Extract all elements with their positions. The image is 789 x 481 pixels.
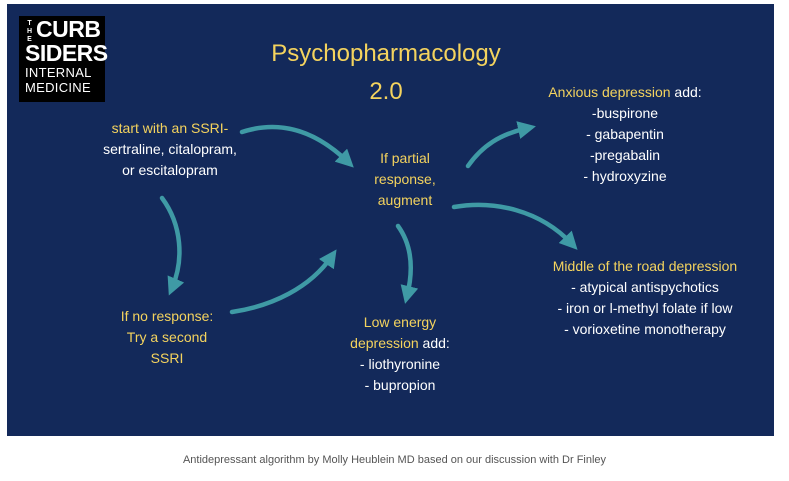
diagram-panel [7, 4, 774, 436]
start-line-3: or escitalopram [122, 162, 218, 178]
start-line-2: sertraline, citalopram, [103, 141, 237, 157]
list-item: - bupropion [364, 377, 436, 393]
list-item: -buspirone [591, 105, 659, 121]
arrow-partial-to-anxious [465, 121, 536, 169]
list-item: - iron or l-methyl folate if low [557, 300, 733, 316]
arrow-partial-to-middle [451, 202, 578, 250]
partial-response-node: If partial response, augment [374, 150, 436, 208]
list-item: - gabapentin [586, 126, 664, 142]
arrow-start-to-partial [239, 124, 354, 168]
low-energy-heading: Low energy [363, 314, 437, 330]
no-response-node: If no response: Try a second SSRI [120, 308, 214, 366]
arrow-noresponse-to-partial [229, 249, 337, 315]
arrow-start-to-noresponse [159, 195, 185, 296]
title-line-2: 2.0 [369, 78, 403, 105]
logo-curb: CURB [36, 16, 101, 42]
list-item: - hydroxyzine [583, 168, 667, 184]
list-item: - vorioxetine monotherapy [564, 321, 726, 337]
middle-heading: Middle of the road depression [552, 258, 738, 274]
logo-internal: INTERNAL [25, 65, 92, 80]
list-item: - atypical antispychotics [571, 279, 719, 295]
arrow-partial-to-lowenergy [395, 223, 419, 304]
diagram-title: Psychopharmacology 2.0 [236, 35, 536, 111]
title-line-1: Psychopharmacology [271, 40, 501, 67]
list-item: -pregabalin [589, 147, 661, 163]
anxious-depression-node: Anxious depression add: -buspirone - gab… [525, 82, 725, 187]
anxious-heading: Anxious depression [548, 84, 671, 100]
start-ssri-node: start with an SSRI- sertraline, citalopr… [80, 118, 260, 181]
low-energy-depression-node: Low energy depression add: - liothyronin… [320, 312, 480, 396]
middle-road-depression-node: Middle of the road depression - atypical… [535, 256, 755, 340]
list-item: - liothyronine [359, 356, 441, 372]
logo-siders: SIDERS [25, 40, 108, 66]
logo-medicine: MEDICINE [25, 80, 91, 95]
figure-caption: Antidepressant algorithm by Molly Heuble… [182, 454, 607, 466]
start-line-1: start with an SSRI- [111, 120, 229, 136]
